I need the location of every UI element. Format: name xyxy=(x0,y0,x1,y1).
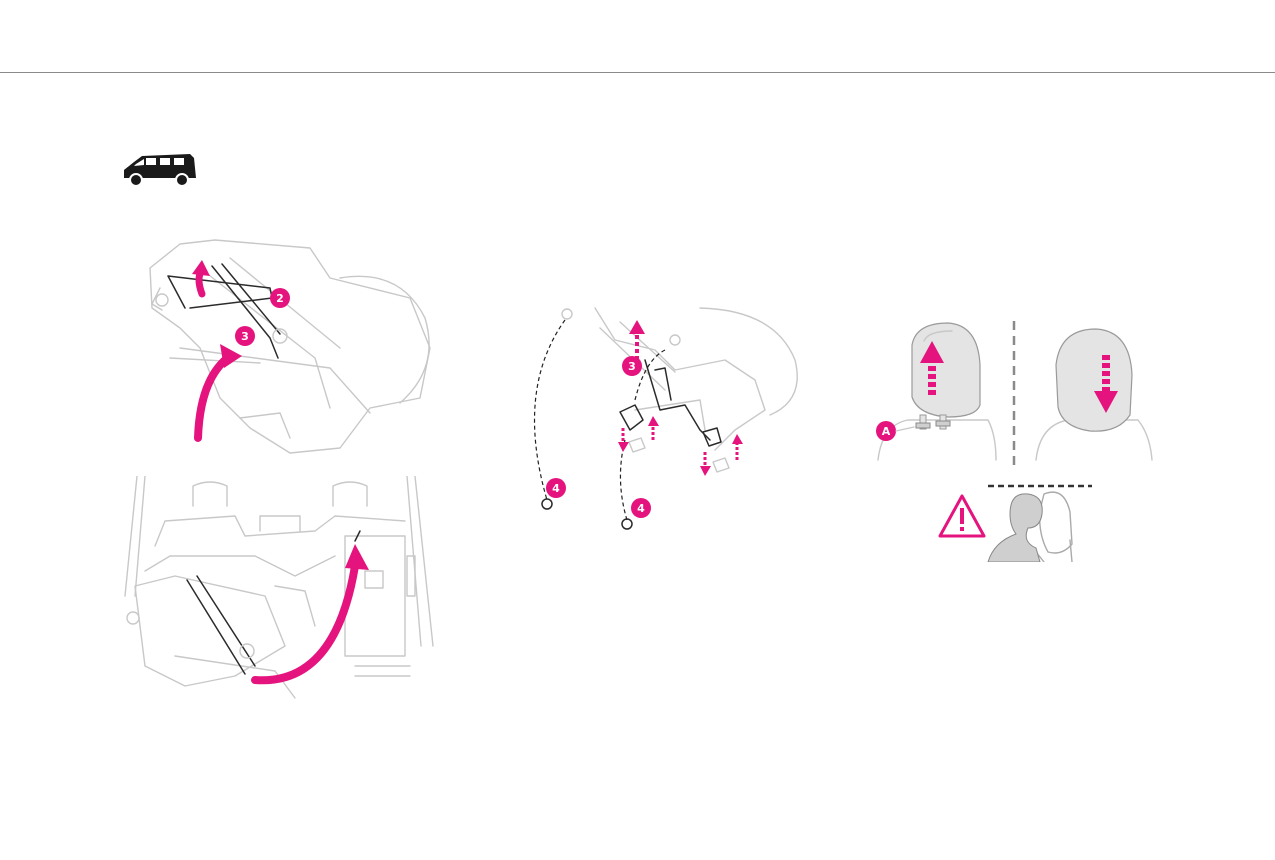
header-rule xyxy=(0,72,1275,73)
callout-badge: 3 xyxy=(235,326,255,346)
figure-headrest-warning xyxy=(932,482,1092,562)
callout-badge: 4 xyxy=(631,498,651,518)
figure-headrest-adjust: A xyxy=(868,315,1158,470)
callout-label: 2 xyxy=(276,292,284,305)
figure-seat-removal: 3 4 4 xyxy=(525,300,805,540)
figure-seat-fold-top: 2 3 xyxy=(140,238,440,460)
callout-badge: 2 xyxy=(270,288,290,308)
figure-seat-fold-cabin xyxy=(115,476,440,701)
vehicle-icon-wrap xyxy=(120,150,200,188)
callout-label: 3 xyxy=(241,330,249,343)
callout-label: 4 xyxy=(552,482,560,495)
callout-label: 3 xyxy=(628,360,636,373)
van-icon xyxy=(124,154,196,187)
callout-badge: A xyxy=(876,421,896,441)
callout-badge: 3 xyxy=(622,356,642,376)
callout-badge: 4 xyxy=(546,478,566,498)
callout-label: A xyxy=(882,425,891,438)
callout-label: 4 xyxy=(637,502,645,515)
warning-triangle-icon xyxy=(938,494,986,538)
